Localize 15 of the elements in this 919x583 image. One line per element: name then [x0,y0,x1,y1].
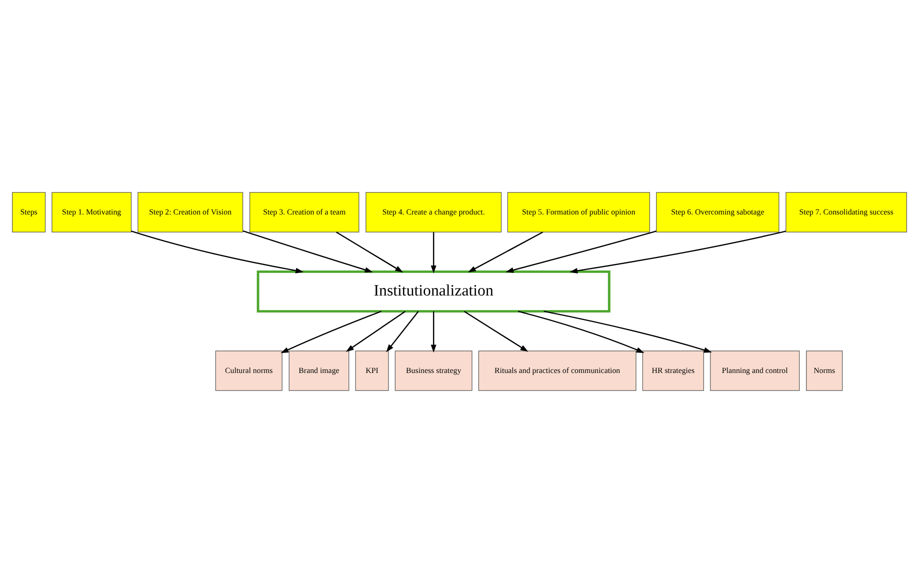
arrow [518,310,644,353]
arrow [430,311,436,353]
arrow [468,232,544,272]
arrow [544,310,712,353]
arrow [336,232,404,273]
arrow [280,310,382,354]
node-box: Institutionalization [256,270,610,313]
arrow [386,311,419,352]
arrow [346,310,406,352]
arrow [506,230,656,273]
arrow [570,230,786,274]
arrow [464,310,528,352]
arrow [131,230,304,274]
arrow [242,230,373,273]
arrow [430,232,436,274]
